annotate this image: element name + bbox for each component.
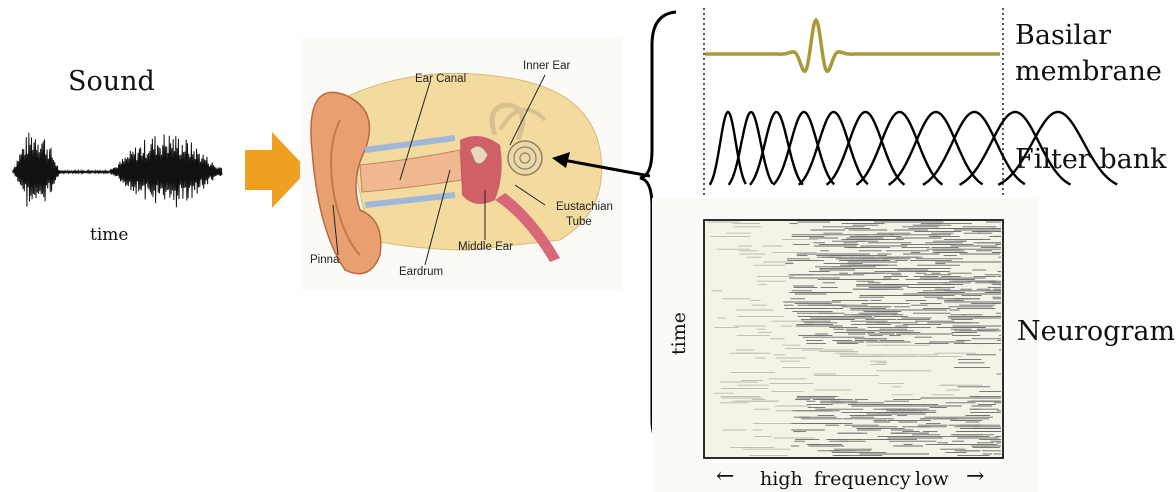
freq-high-label: high — [760, 468, 803, 490]
inner-ear-label: Inner Ear — [523, 60, 570, 72]
eustachian-label: Eustachian — [556, 201, 613, 213]
sound-title: Sound — [68, 66, 155, 97]
sound-waveform — [12, 133, 222, 208]
filter-bank-label: Filter bank — [1015, 144, 1166, 175]
neurogram-image — [704, 220, 1003, 458]
filter-curve — [750, 112, 803, 185]
freq-low-label: low — [915, 468, 949, 490]
orange-arrow-icon — [245, 132, 308, 208]
freq-label: frequency — [814, 468, 911, 490]
basilar-label-line1: Basilar — [1015, 20, 1111, 51]
basilar-label-line2: membrane — [1015, 56, 1162, 87]
middle-ear-label: Middle Ear — [458, 241, 513, 253]
basilar-membrane-trace — [705, 20, 1000, 71]
tube-label: Tube — [566, 216, 592, 228]
sound-time-label: time — [90, 225, 128, 245]
filter-curve — [729, 112, 773, 185]
right-arrow-icon: → — [966, 464, 984, 489]
pinna-label: Pinna — [310, 254, 339, 266]
eardrum-label: Eardrum — [399, 266, 443, 278]
waveform-trace — [12, 133, 222, 208]
ear-canal-label: Ear Canal — [415, 73, 466, 85]
left-arrow-icon: ← — [716, 464, 734, 489]
neurogram-label: Neurogram — [1017, 316, 1175, 347]
neurogram-time-label: time — [668, 312, 690, 355]
